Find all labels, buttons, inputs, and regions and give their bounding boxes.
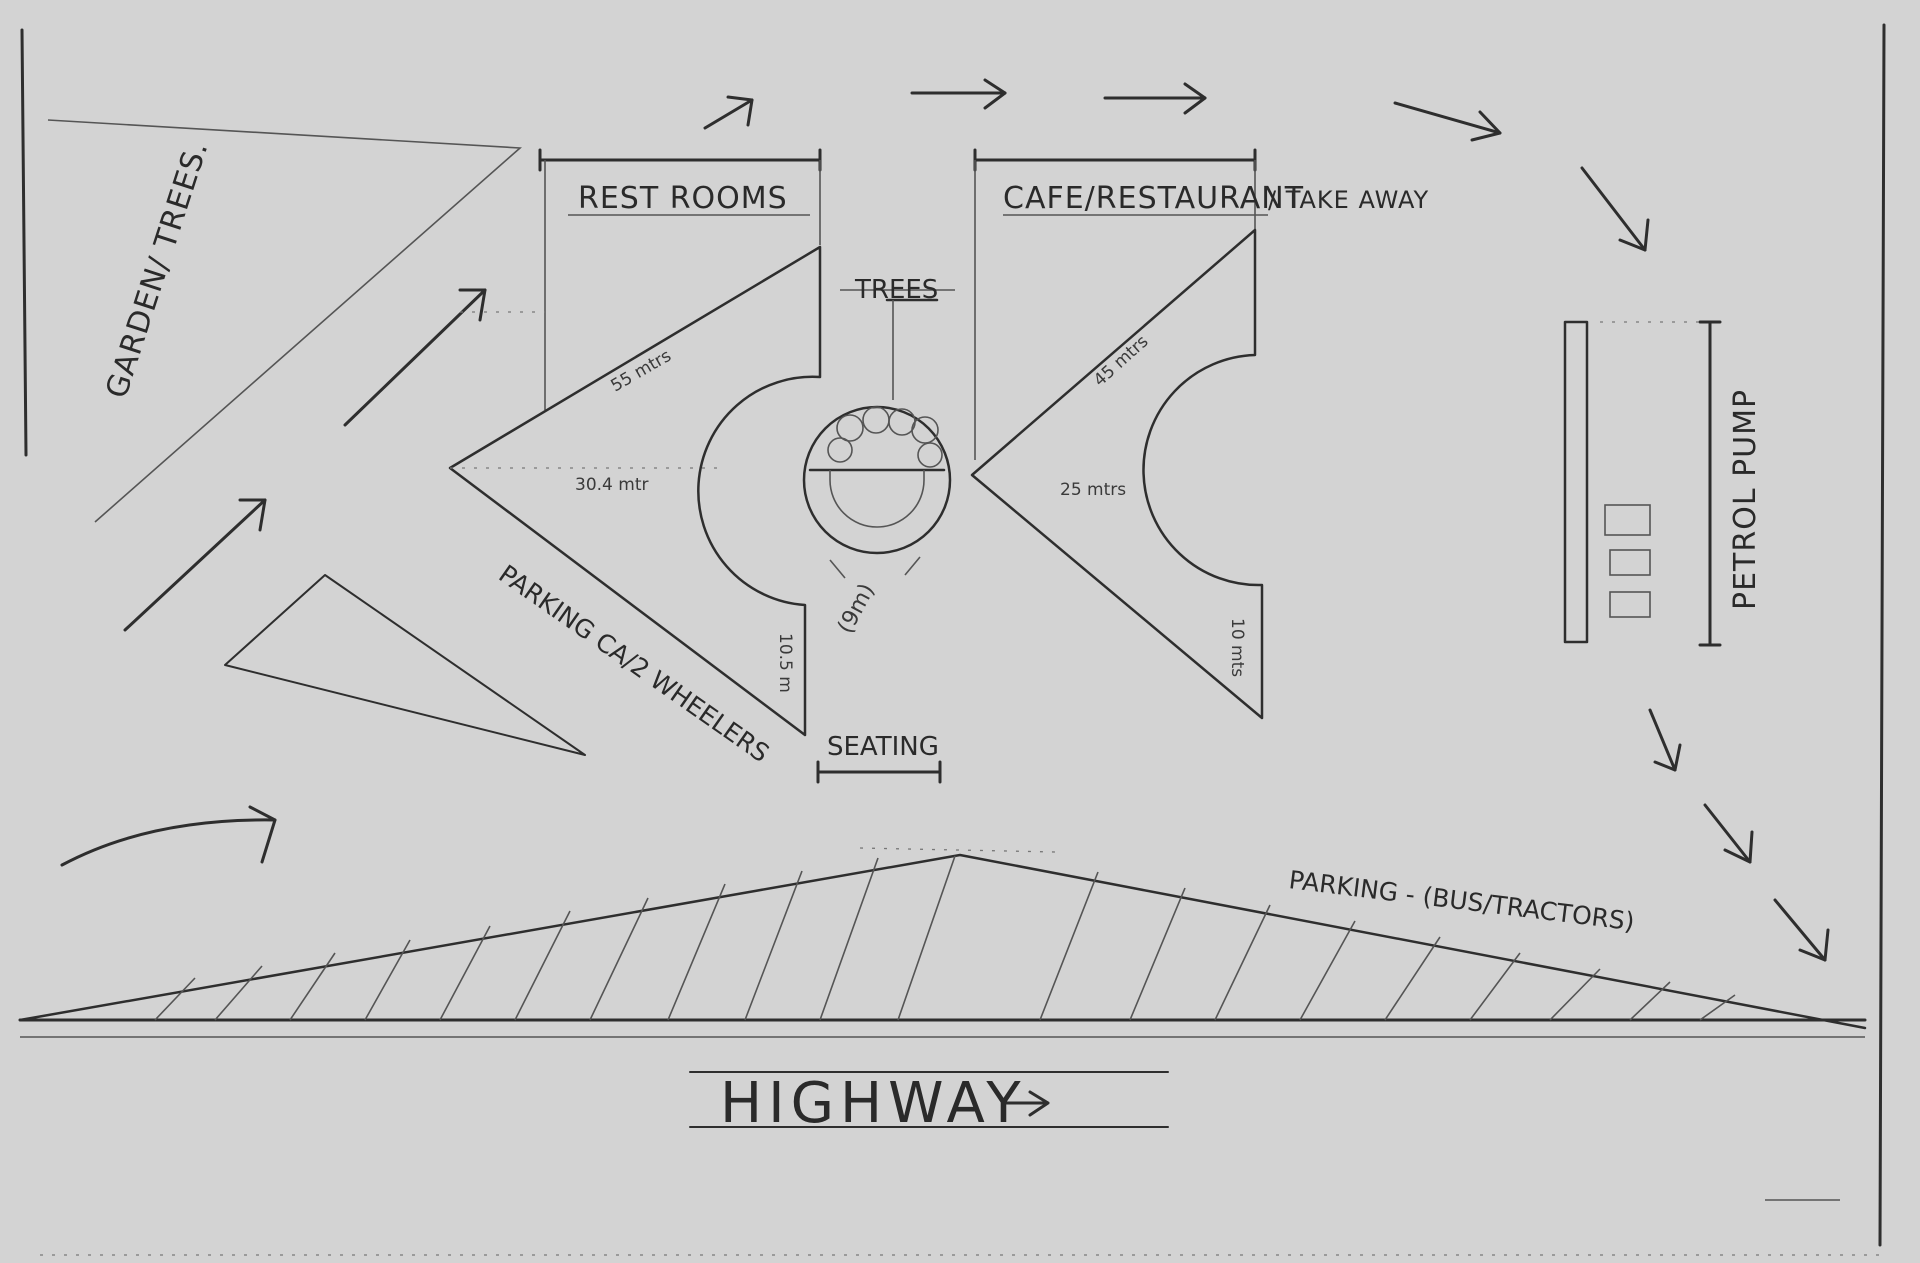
flow-arrows xyxy=(60,78,1830,962)
svg-text:10 mts: 10 mts xyxy=(1227,618,1247,677)
petrol-pump xyxy=(1563,320,1722,647)
svg-text:PETROL PUMP: PETROL PUMP xyxy=(1728,389,1763,610)
cafe-building xyxy=(970,228,1264,720)
right-diag-dimension: 45 mtrs xyxy=(1090,332,1153,391)
left-side-dimension: 10.5 m xyxy=(775,633,795,693)
svg-text:45 mtrs: 45 mtrs xyxy=(1090,332,1153,391)
svg-text:PARKING - (BUS/TRACTORS): PARKING - (BUS/TRACTORS) xyxy=(1287,865,1636,936)
bus-parking xyxy=(18,847,1867,1030)
svg-text:GARDEN/ TREES.: GARDEN/ TREES. xyxy=(99,136,215,402)
svg-text:10.5 m: 10.5 m xyxy=(775,633,795,693)
parking-small-label: PARKING CA/2 WHEELERS xyxy=(494,559,775,768)
svg-text:(9m): (9m) xyxy=(833,580,880,638)
garden-area xyxy=(47,119,522,523)
parking-large-label: PARKING - (BUS/TRACTORS) xyxy=(1287,865,1636,936)
petrol-pump-label: PETROL PUMP xyxy=(1728,389,1763,610)
page-border xyxy=(20,23,1886,1256)
lower-left-triangle xyxy=(224,574,586,756)
garden-label: GARDEN/ TREES. xyxy=(99,136,215,402)
left-mid-dimension-label: 30.4 mtr xyxy=(575,475,648,495)
trees-label: TREES xyxy=(854,275,938,305)
rest-rooms-building xyxy=(448,245,822,737)
cafe-block xyxy=(973,148,1268,460)
right-mid-dimension-label: 25 mtrs xyxy=(1060,480,1126,500)
seating-marker xyxy=(816,760,942,784)
svg-text:PARKING CA/2 WHEELERS: PARKING CA/2 WHEELERS xyxy=(494,559,775,768)
rest-rooms-block xyxy=(460,148,822,410)
take-away-label: / TAKE AWAY xyxy=(1268,186,1429,214)
right-side-dimension: 10 mts xyxy=(1227,618,1247,677)
highway-label: HIGHWAY xyxy=(720,1071,1027,1136)
central-circle xyxy=(802,289,955,579)
seating-label: SEATING xyxy=(827,732,939,762)
cafe-label: CAFE/RESTAURANT xyxy=(1003,181,1304,216)
rest-rooms-label: REST ROOMS xyxy=(578,181,788,216)
circle-dia-dimension: (9m) xyxy=(833,580,880,638)
highway xyxy=(20,1036,1865,1128)
